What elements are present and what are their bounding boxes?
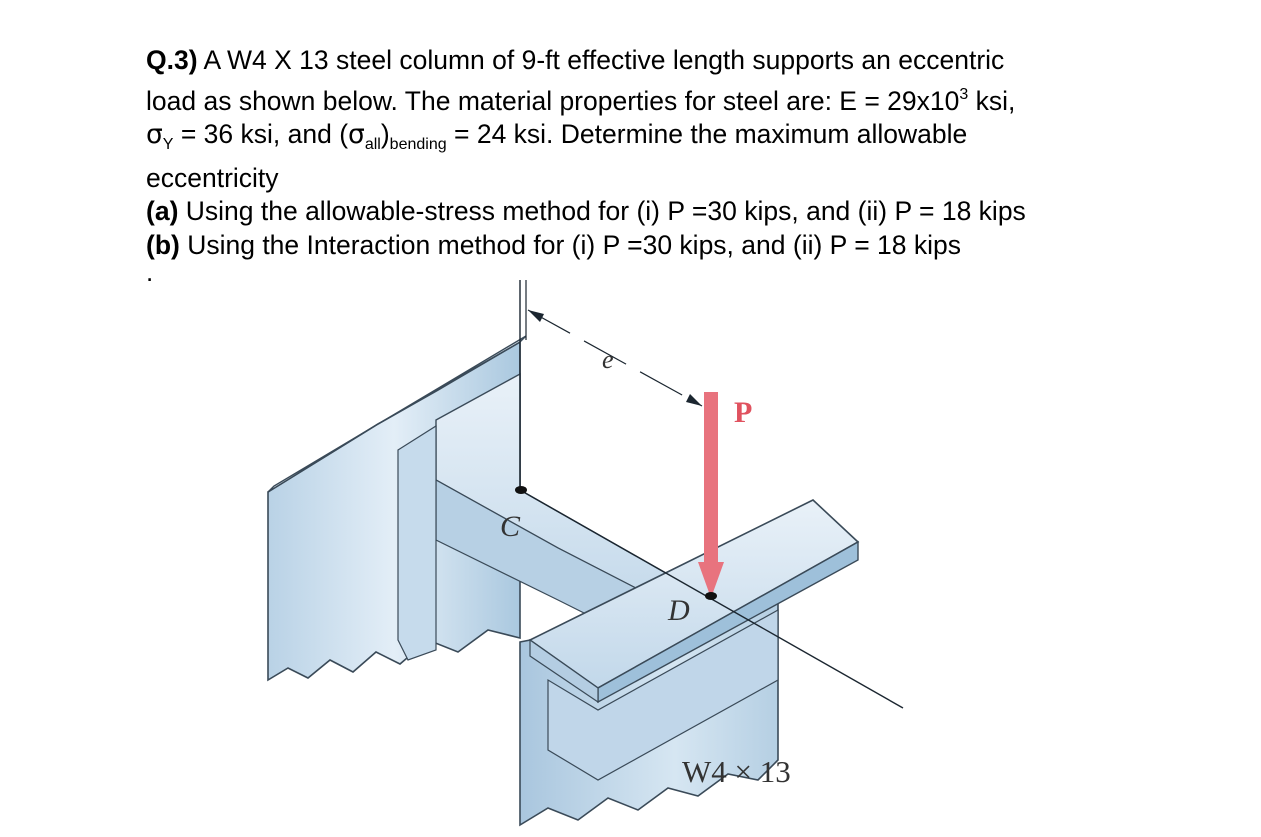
label-D: D [667,594,690,627]
inner-web-panel [397,424,437,661]
question-line-2-end: ksi, [968,85,1016,116]
label-P: P [734,396,752,429]
point-D [705,592,717,600]
part-b: (b) Using the Interaction method for (i)… [146,229,1186,263]
problem-statement: Q.3) A W4 X 13 steel column of 9-ft effe… [146,44,1186,287]
sigma-symbol-2: σ [348,119,365,150]
question-line-1-text: A W4 X 13 steel column of 9-ft effective… [203,45,1005,75]
left-flange-top [267,335,527,493]
sigma-y-subscript: Y [162,136,174,153]
eccentricity-arrowhead-right [686,394,702,406]
question-number: Q.3) [146,45,198,75]
part-a-text: Using the allowable-stress method for (i… [178,196,1026,226]
column-diagram: e P C D W4 × 13 [267,280,904,827]
question-line-3-end: = 24 ksi. Determine the maximum allowabl… [446,119,968,149]
question-line-4: eccentricity [146,162,1186,196]
part-a-label: (a) [146,196,179,226]
part-a: (a) Using the allowable-stress method fo… [146,195,1186,229]
eccentricity-dimension [527,309,703,407]
question-line-3-text: = 36 ksi, and ( [173,119,349,149]
bending-subscript: bending [389,136,447,153]
label-section: W4 × 13 [682,754,791,789]
load-arrow-shaft [704,392,718,562]
part-b-label: (b) [146,229,180,260]
label-e: e [602,345,614,374]
question-line-1: Q.3) A W4 X 13 steel column of 9-ft effe… [146,44,1186,78]
question-line-4-text: eccentricity [146,162,279,193]
eccentricity-arrowhead-left [528,310,544,322]
point-C [515,486,527,494]
close-paren: ) [380,119,390,149]
question-line-2: load as shown below. The material proper… [146,78,1186,119]
sigma-all-subscript: all [364,136,381,153]
load-arrow-head [698,562,724,598]
part-b-text: Using the Interaction method for (i) P =… [179,229,962,260]
right-flange-plate-left-edge [529,638,599,704]
question-line-2-text: load as shown below. The material proper… [146,85,960,116]
sigma-symbol: σ [146,119,163,150]
question-line-3: σY = 36 ksi, and (σall)bending = 24 ksi.… [146,118,1186,162]
modulus-exponent: 3 [959,85,969,103]
lower-web-block [547,608,779,781]
trailing-dot: . [146,257,154,287]
label-C: C [500,510,521,543]
